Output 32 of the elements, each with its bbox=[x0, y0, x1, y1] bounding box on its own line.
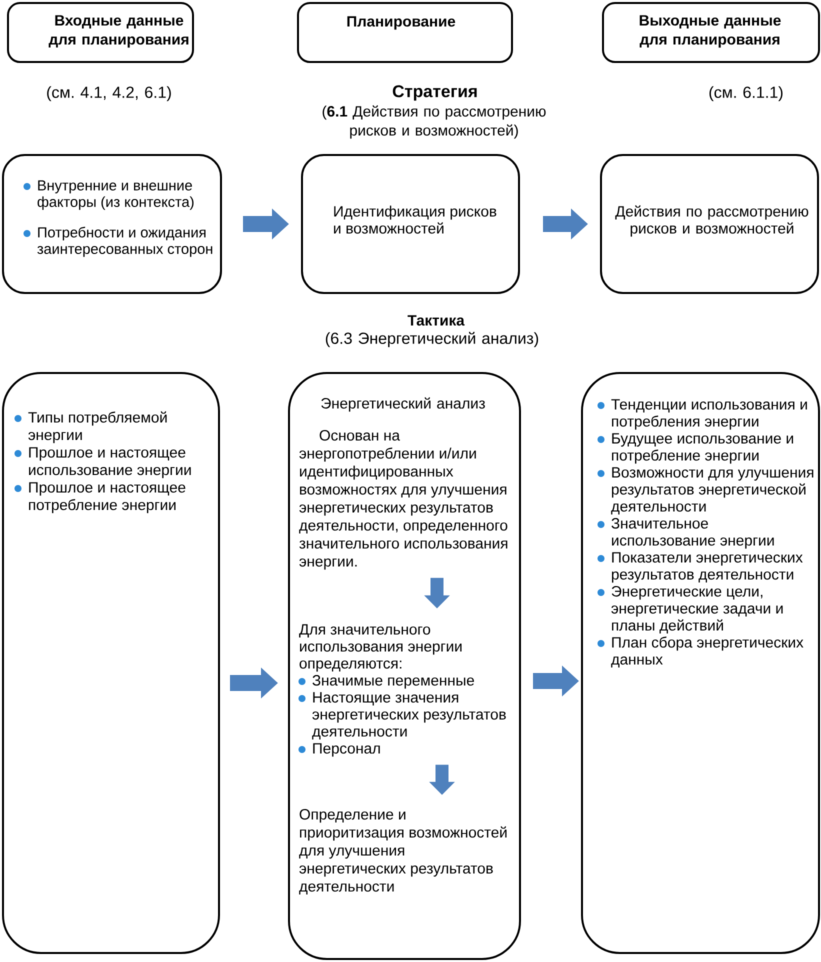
list-item: Внутренние и внешние факторы (из контекста) bbox=[38, 180, 194, 210]
paragraph: Определение и приоритизация возможностей для улучшения энергетических результатов деятельности bbox=[299, 809, 507, 894]
section-subtitle: (6.3 Энергетический анализ) bbox=[326, 332, 538, 348]
list-item: Значительное использование энергии bbox=[611, 518, 774, 549]
list-item: Будущее использование и потребление энергии bbox=[612, 433, 794, 464]
list-item: Показатели энергетических результатов деятельности bbox=[612, 552, 803, 583]
list-item: Прошлое и настоящее потребление энергии bbox=[29, 482, 186, 514]
paragraph: Основан на энергопотреблении и/или идентифицированных возможностях для улучшения энергетических результатов деятельности, определенного значительного использования энергии. bbox=[299, 430, 508, 570]
reference-note: (см. 6.1.1) bbox=[709, 86, 782, 102]
list-item: План сбора энергетических данных bbox=[611, 636, 804, 668]
list-item: Возможности для улучшения результатов энергетической деятельности bbox=[611, 467, 814, 514]
list-item: Персонал bbox=[313, 743, 380, 757]
header-box: Входные данные для планирования bbox=[7, 2, 194, 63]
list-item: Прошлое и настоящее использование энергии bbox=[29, 447, 191, 478]
section-heading: Стратегия bbox=[392, 85, 477, 101]
list-item: Потребности и ожидания заинтересованных сторон bbox=[37, 226, 212, 257]
header-box: Выходные данные для планирования bbox=[602, 2, 820, 63]
process-box: Действия по рассмотрению рисков и возможностей bbox=[600, 154, 819, 294]
list-item: Типы потребляемой энергии bbox=[28, 411, 167, 444]
section-subtitle: (6.1 Действия по рассмотрению рисков и возможностей) bbox=[322, 105, 546, 139]
header-box: Планирование bbox=[297, 2, 513, 63]
list-item: Энергетические цели, энергетические задачи и планы действий bbox=[611, 586, 783, 634]
list-item: Настоящие значения энергетических результатов деятельности bbox=[312, 692, 506, 740]
section-heading: Тактика bbox=[408, 315, 465, 326]
list-item: Тенденции использования и потребления энергии bbox=[611, 399, 807, 430]
reference-note: (см. 4.1, 4.2, 6.1) bbox=[47, 86, 171, 102]
process-box bbox=[2, 154, 222, 294]
paragraph: Для значительного использования энергии определяются: bbox=[299, 624, 462, 672]
column-panel bbox=[2, 372, 220, 954]
list-item: Значимые переменные bbox=[312, 675, 474, 689]
process-box: Идентификация рисков и возможностей bbox=[301, 154, 520, 294]
column-panel bbox=[581, 372, 820, 954]
